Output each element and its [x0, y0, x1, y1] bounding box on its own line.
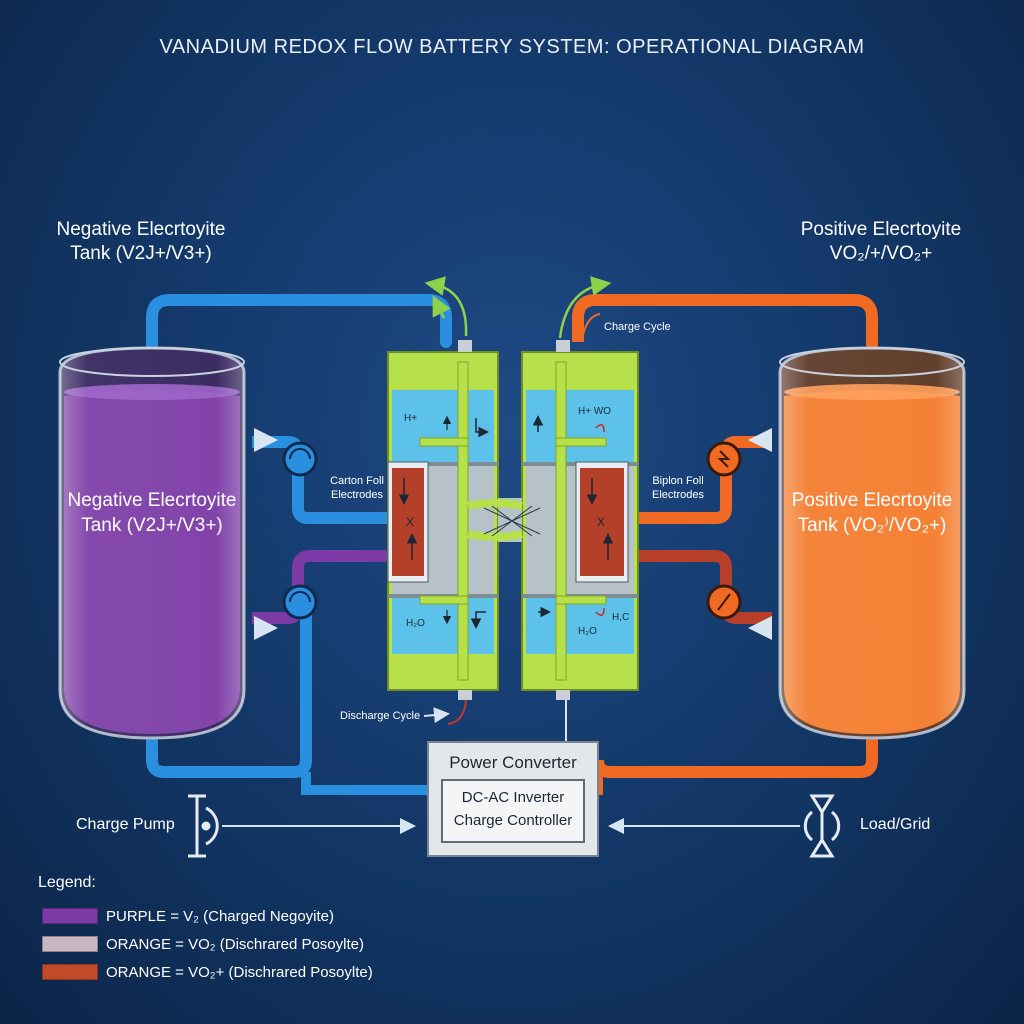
positive-tank-header-line2: VO₂/+/VO₂+ — [829, 243, 933, 264]
blue-pipe-middle — [252, 436, 388, 524]
pump-right-top — [706, 441, 742, 477]
orange-pipe-middle — [638, 436, 772, 524]
top-flow-arrows — [424, 276, 612, 339]
negative-tank-header-line2: Tank (V2J+/V3+) — [70, 243, 212, 264]
cell-stack-right — [521, 340, 639, 700]
positive-tank — [778, 346, 966, 740]
power-converter-title: Power Converter — [449, 753, 577, 772]
electrode-left — [392, 468, 424, 576]
load-grid-icon — [803, 794, 841, 858]
ion-hc-right: H,C — [612, 612, 630, 623]
legend-item: PURPLE = V₂ (Charged Negoyite) — [42, 906, 334, 926]
power-converter-line1: DC-AC Inverter — [461, 789, 565, 806]
ion-h2o-right: H₂O — [578, 626, 597, 637]
pump-left-bottom — [282, 584, 318, 620]
negative-tank — [58, 346, 246, 740]
negative-tank-header-line1: Negative Elecrtoyite — [56, 219, 226, 240]
electrode-right — [580, 468, 624, 576]
ion-h2o-left: H₂O — [406, 618, 425, 629]
positive-tank-header-line1: Positive Elecrtoyite — [800, 219, 962, 240]
positive-tank-label-line1: Positive Elecrtoyite — [791, 490, 953, 511]
legend-label: ORANGE = VO₂ (Dischrared Posoylte) — [106, 935, 364, 953]
charge-pump-label: Charge Pump — [76, 816, 175, 833]
pump-right-bottom — [706, 584, 742, 620]
negative-tank-header: Negative Elecrtoyite Tank (V2J+/V3+) — [36, 218, 246, 266]
positive-tank-label-line2: Tank (VO₂⁾/VO₂+) — [797, 515, 947, 536]
positive-tank-label: Positive Elecrtoyite Tank (VO₂⁾/VO₂+) — [780, 488, 964, 538]
legend-swatch-purple — [42, 908, 98, 924]
legend-label: ORANGE = VO₂+ (Dischrared Posoylte) — [106, 963, 373, 981]
ion-h-wo: H+ WO — [578, 406, 612, 417]
positive-tank-header: Positive Elecrtoyite VO₂/+/VO₂+ — [776, 218, 986, 266]
bipolar-label: Biplon Foll Electrodes — [646, 474, 710, 502]
flow-arrows-side — [254, 428, 772, 640]
power-converter-line2: Charge Controller — [453, 812, 573, 829]
carbon-felt-line1: Carton Foll — [330, 475, 384, 487]
x-mark-right: X — [597, 515, 606, 529]
blue-pipe-top — [146, 294, 452, 358]
legend-swatch-red — [42, 964, 98, 980]
pump-left-top — [282, 441, 318, 477]
charge-cycle-label: Charge Cycle — [604, 321, 671, 333]
cycle-arrows — [423, 313, 601, 725]
red-pipe — [638, 550, 772, 624]
legend-item: ORANGE = VO₂+ (Dischrared Posoylte) — [42, 962, 373, 982]
purple-pipe — [252, 550, 388, 624]
power-converter-box — [427, 741, 599, 857]
negative-tank-label-line2: Tank (V2J+/V3+) — [81, 515, 223, 536]
converter-links — [222, 700, 800, 834]
carbon-felt-label: Carton Foll Electrodes — [330, 474, 384, 502]
bipolar-line1: Biplon Foll — [652, 475, 704, 487]
bipolar-line2: Electrodes — [652, 489, 704, 501]
ion-h-plus: H+ — [404, 413, 418, 424]
discharge-cycle-label: Discharge Cycle — [340, 710, 421, 722]
membrane-connector — [467, 498, 541, 542]
legend-swatch-light — [42, 936, 98, 952]
carbon-felt-line2: Electrodes — [331, 489, 383, 501]
legend-title: Legend: — [38, 874, 96, 891]
blue-pipe-bottom — [146, 610, 312, 778]
orange-pipe-bottom — [592, 732, 878, 778]
load-grid-label: Load/Grid — [860, 816, 931, 833]
cell-stack-left — [387, 340, 499, 700]
negative-tank-label-line1: Negative Elecrtoyite — [67, 490, 237, 511]
orange-pipe-top — [572, 294, 878, 352]
negative-tank-label: Negative Elecrtoyite Tank (V2J+/V3+) — [60, 488, 244, 538]
x-mark-left: X — [406, 515, 415, 529]
blue-pipe-converter — [301, 772, 428, 795]
legend-label: PURPLE = V₂ (Charged Negoyite) — [106, 907, 335, 925]
charge-pump-icon — [188, 794, 219, 858]
legend-item: ORANGE = VO₂ (Dischrared Posoylte) — [42, 934, 364, 954]
page-title: VANADIUM REDOX FLOW BATTERY SYSTEM: OPER… — [159, 36, 865, 58]
